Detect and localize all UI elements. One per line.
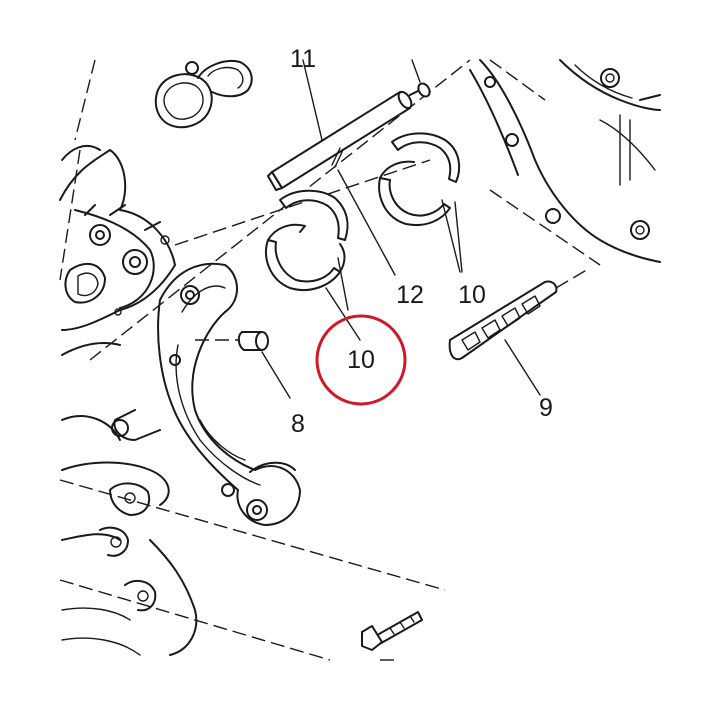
right-housing-cover xyxy=(469,59,661,263)
bearing-shell-pair-right xyxy=(378,132,461,226)
callout-12: 12 xyxy=(396,281,424,309)
seal-gasket-top-left xyxy=(154,60,253,129)
callout-10-highlighted: 10 xyxy=(347,346,375,374)
bearing-shell-pair-left xyxy=(265,189,349,291)
leader-lines xyxy=(261,59,541,399)
bolt xyxy=(361,611,423,661)
highlight-circle xyxy=(315,314,407,406)
crankcase-housing xyxy=(59,144,176,356)
dowel-pin-part-8 xyxy=(195,331,269,351)
callout-8: 8 xyxy=(291,410,305,438)
callout-10-right: 10 xyxy=(458,281,486,309)
gasket-part-9 xyxy=(448,267,591,361)
callout-9: 9 xyxy=(539,394,553,422)
lower-crankcase xyxy=(61,415,198,656)
shaft-part-11 xyxy=(267,82,431,191)
callout-11: 11 xyxy=(290,45,316,73)
